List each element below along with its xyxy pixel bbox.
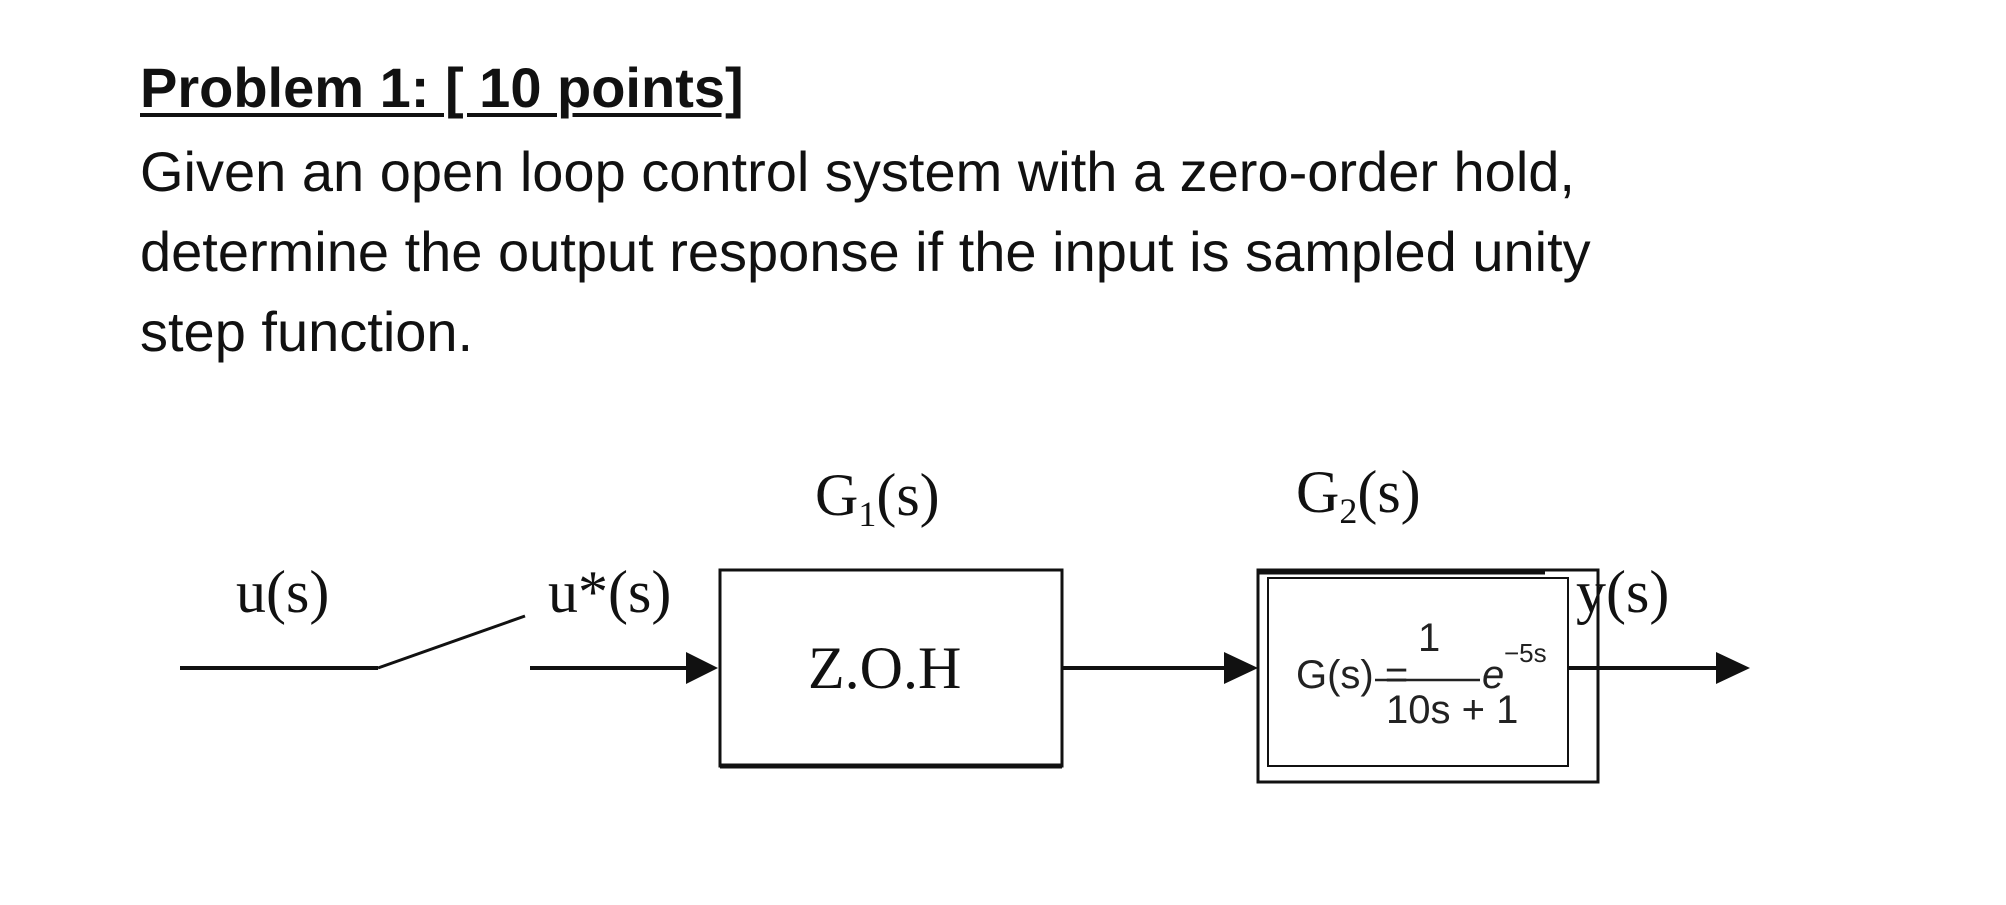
output-label: y(s) [1576, 559, 1670, 625]
g1-arg: (s) [876, 462, 940, 528]
sampler-switch [377, 614, 526, 670]
g1-label: G1(s) [815, 462, 940, 532]
g1-subscript: 1 [858, 493, 877, 534]
tf-exp-power: −5s [1504, 638, 1547, 668]
sampled-input-label: u*(s) [548, 559, 672, 625]
tf-exp-base: e [1482, 653, 1505, 697]
g2-arg: (s) [1357, 459, 1421, 525]
input-label: u(s) [236, 559, 330, 625]
statement-line-1: Given an open loop control system with a… [140, 140, 1575, 203]
problem-statement: Given an open loop control system with a… [140, 132, 1591, 372]
g2-name: G [1296, 459, 1340, 525]
g1-name: G [815, 462, 859, 528]
output-arrowhead [1716, 652, 1750, 684]
problem-title: Problem 1: [ 10 points] [140, 56, 744, 119]
g2-subscript: 2 [1339, 490, 1358, 531]
g2-arrowhead [1224, 652, 1258, 684]
tf-lhs: G(s) = [1296, 653, 1409, 697]
statement-line-2: determine the output response if the inp… [140, 220, 1591, 283]
sampled-arrowhead [686, 652, 718, 684]
tf-denominator: 10s + 1 [1386, 688, 1519, 732]
g2-label: G2(s) [1296, 459, 1421, 529]
tf-numerator: 1 [1418, 616, 1441, 660]
zoh-label: Z.O.H [808, 635, 962, 701]
statement-line-3: step function. [140, 300, 474, 363]
